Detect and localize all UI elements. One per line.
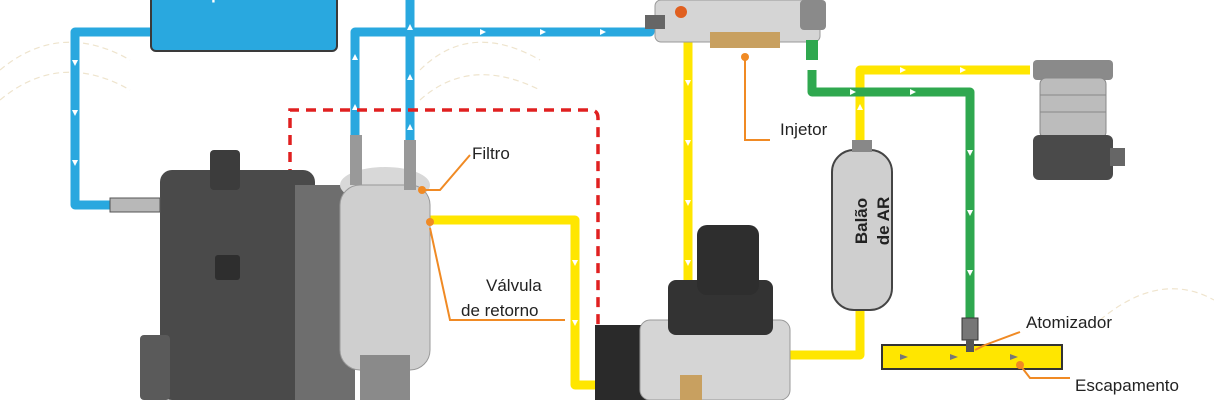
air-tank-label-line2: de AR bbox=[874, 196, 893, 246]
air-compressor bbox=[1033, 60, 1125, 180]
filter-label: Filtro bbox=[472, 144, 510, 163]
arla-flow-arrows bbox=[72, 24, 606, 166]
atomizer-label: Atomizador bbox=[1026, 313, 1112, 332]
return-valve-label-line1: Válvula bbox=[486, 276, 542, 295]
injector-label: Injetor bbox=[780, 120, 828, 139]
air-flow-arrows bbox=[850, 89, 973, 276]
dosing-module bbox=[109, 150, 355, 400]
return-line bbox=[288, 108, 600, 400]
filter bbox=[339, 135, 431, 400]
leader-lines bbox=[422, 60, 1070, 379]
pump bbox=[595, 225, 791, 400]
watermark bbox=[0, 41, 1214, 321]
return-valve-label-line2: de retorno bbox=[461, 301, 539, 320]
air-tank-label-line1: Balão bbox=[852, 197, 871, 245]
tank-label: Tanque de ARLA bbox=[150, 0, 338, 52]
injector-manifold bbox=[645, 0, 826, 60]
air-line bbox=[807, 70, 975, 320]
fuel-flow-arrows bbox=[572, 67, 966, 326]
leader-dots bbox=[418, 53, 1024, 369]
air-tank bbox=[831, 140, 893, 311]
exhaust-label: Escapamento bbox=[1075, 376, 1179, 395]
atomizer-nozzle bbox=[961, 317, 979, 352]
